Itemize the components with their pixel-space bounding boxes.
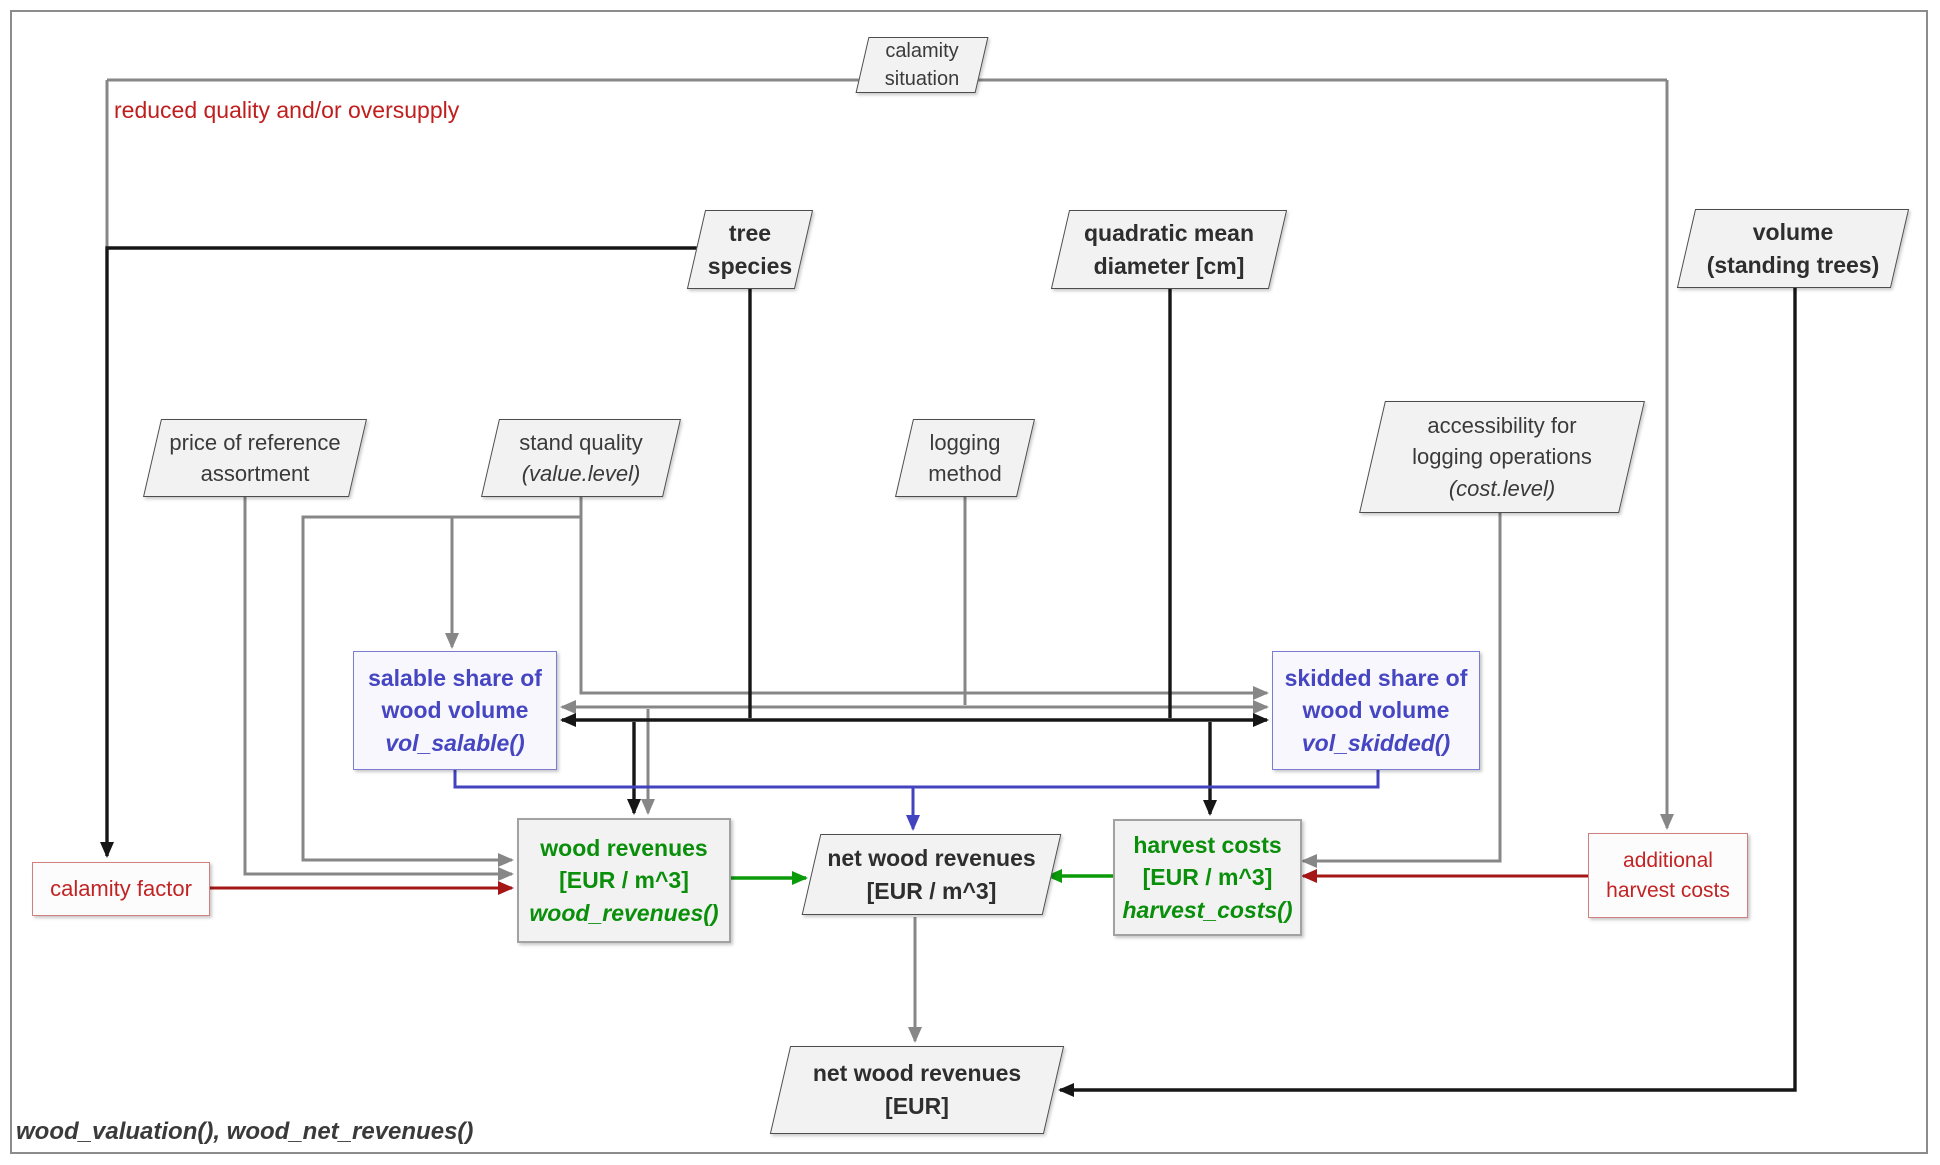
- node-line: [EUR / m^3]: [559, 867, 689, 894]
- node-line: wood volume: [381, 697, 529, 724]
- node-line: vol_salable(): [385, 729, 525, 756]
- edge-volume-to-neteur: [1058, 286, 1797, 1097]
- node-tree-species: tree species: [688, 210, 812, 289]
- node-line: harvest_costs(): [1122, 896, 1293, 923]
- node-line: wood revenues: [540, 834, 708, 861]
- node-line: method: [928, 461, 1002, 486]
- node-line: species: [707, 252, 793, 279]
- node-line: [EUR / m^3]: [1142, 864, 1273, 891]
- node-volume-standing-trees: volume (standing trees): [1678, 209, 1908, 288]
- node-logging-method: logging method: [896, 419, 1034, 497]
- node-line: stand quality: [519, 429, 643, 455]
- node-line: harvest costs: [1133, 831, 1282, 858]
- node-line: logging operations: [1412, 444, 1592, 470]
- node-line: vol_skidded(): [1301, 729, 1451, 756]
- node-line: skidded share of: [1284, 664, 1468, 691]
- node-stand-quality: stand quality (value.level): [482, 419, 680, 497]
- node-line: additional: [1623, 848, 1713, 872]
- node-line: wood volume: [1302, 697, 1450, 724]
- node-line: quadratic mean: [1084, 219, 1254, 246]
- node-line: harvest costs: [1606, 878, 1730, 902]
- figure-caption: wood_valuation(), wood_net_revenues(): [16, 1118, 474, 1145]
- reduced-quality-note: reduced quality and/or oversupply: [114, 92, 459, 128]
- edge-shares-join: [453, 768, 1380, 789]
- node-skidded-share: skidded share of wood volume vol_skidded…: [1272, 651, 1480, 770]
- node-quadratic-mean-diameter: quadratic mean diameter [cm]: [1052, 210, 1286, 289]
- node-line: situation: [884, 68, 960, 90]
- node-wood-revenues: wood revenues [EUR / m^3] wood_revenues(…: [517, 818, 731, 943]
- node-line: price of reference: [169, 429, 341, 455]
- note-line: reduced quality: [114, 97, 270, 123]
- node-line: net wood revenues: [812, 1060, 1022, 1087]
- node-calamity-situation: calamity situation: [854, 37, 990, 93]
- node-line: calamity factor: [50, 876, 192, 902]
- edge-stand-quality-branches: [301, 496, 1269, 867]
- node-line: calamity: [885, 39, 959, 62]
- node-line: accessibility for: [1427, 413, 1577, 439]
- node-line: assortment: [200, 461, 310, 486]
- node-line: salable share of: [368, 664, 542, 691]
- node-net-wood-revenues-m3: net wood revenues [EUR / m^3]: [803, 834, 1060, 915]
- node-line: (standing trees): [1706, 251, 1880, 278]
- node-line: [EUR / m^3]: [866, 877, 997, 904]
- note-line: and/or oversupply: [276, 97, 460, 123]
- node-line: [EUR]: [885, 1093, 949, 1119]
- node-line: wood_revenues(): [529, 899, 719, 926]
- node-net-wood-revenues-eur: net wood revenues [EUR]: [772, 1046, 1062, 1134]
- diagram-frame: [10, 10, 1928, 1154]
- node-harvest-costs: harvest costs [EUR / m^3] harvest_costs(…: [1113, 819, 1302, 936]
- node-line: diameter [cm]: [1093, 252, 1245, 279]
- node-line: (value.level): [521, 461, 641, 486]
- edge-price-to-wood-revenues: [243, 496, 514, 881]
- edge-accessibility-to-harvest-costs: [1301, 512, 1502, 868]
- node-line: tree: [728, 219, 772, 246]
- node-line: logging: [929, 429, 1001, 455]
- node-price-reference-assortment: price of reference assortment: [144, 419, 366, 497]
- node-salable-share: salable share of wood volume vol_salable…: [353, 651, 557, 770]
- node-line: volume: [1752, 218, 1834, 245]
- node-calamity-factor: calamity factor: [32, 862, 210, 916]
- node-additional-harvest-costs: additional harvest costs: [1588, 833, 1748, 918]
- node-line: net wood revenues: [827, 844, 1036, 871]
- edge-treespecies-to-calamity-factor: [100, 246, 700, 858]
- node-accessibility: accessibility for logging operations (co…: [1364, 401, 1640, 513]
- node-line: (cost.level): [1448, 475, 1556, 501]
